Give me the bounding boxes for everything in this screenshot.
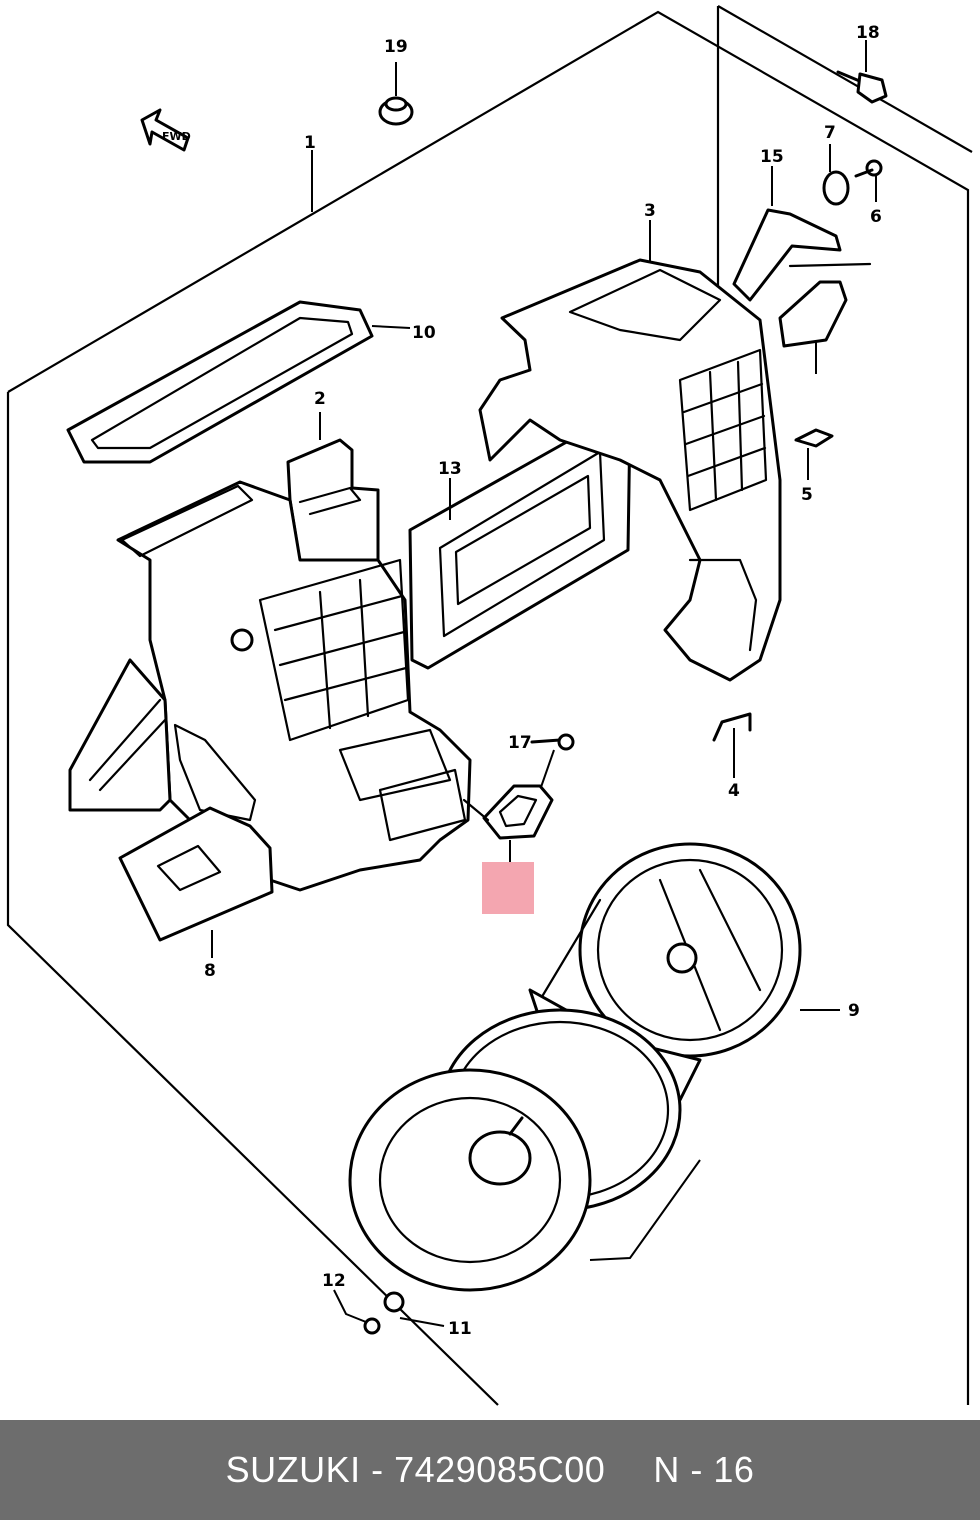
footer-bar: SUZUKI - 7429085C00 N - 16 <box>0 1420 980 1520</box>
callout-10: 10 <box>412 323 436 343</box>
callout-6: 6 <box>870 207 882 227</box>
callout-7: 7 <box>824 123 836 143</box>
callout-13: 13 <box>438 459 462 479</box>
assembly-frame <box>6 5 973 1406</box>
part-15-lever <box>732 166 872 374</box>
part-3-upper-case <box>478 220 782 682</box>
part-5-clip <box>794 428 834 480</box>
highlight-part-16 <box>482 862 534 914</box>
part-16-resistor <box>462 784 554 866</box>
callout-2: 2 <box>314 389 326 409</box>
forward-arrow-icon: FWD <box>140 108 191 152</box>
part-7-clip <box>822 144 850 206</box>
parts-diagram: FWD <box>6 5 973 1406</box>
footer-reference: N - 16 <box>653 1449 755 1490</box>
part-18-bolt <box>836 40 888 104</box>
callout-11: 11 <box>448 1319 472 1339</box>
part-12-screw <box>333 1289 381 1335</box>
part-19-grommet <box>378 62 414 126</box>
part-10-seal <box>66 300 411 464</box>
callout-19: 19 <box>384 37 408 57</box>
part-2-bracket <box>286 412 380 564</box>
footer-part-code: 7429085C00 <box>394 1449 606 1490</box>
footer-brand: SUZUKI <box>225 1449 361 1490</box>
part-6-screw <box>854 159 883 202</box>
callout-1: 1 <box>304 133 316 153</box>
callout-15: 15 <box>760 147 784 167</box>
callout-8: 8 <box>204 961 216 981</box>
callout-9: 9 <box>848 1001 860 1021</box>
svg-text:FWD: FWD <box>162 130 191 143</box>
callout-12: 12 <box>322 1271 346 1291</box>
callout-17: 17 <box>508 733 532 753</box>
part-4-clip <box>712 712 752 778</box>
callout-3: 3 <box>644 201 656 221</box>
footer-separator: - <box>371 1449 384 1490</box>
part-8-plate <box>118 806 274 958</box>
part-11-washer <box>383 1291 445 1327</box>
part-17-screw <box>530 733 575 791</box>
exploded-view-svg: FWD <box>6 5 973 1406</box>
callout-4: 4 <box>728 781 740 801</box>
heater-case <box>68 480 472 892</box>
callout-5: 5 <box>801 485 813 505</box>
blower-motor <box>348 1068 701 1292</box>
callout-18: 18 <box>856 23 880 43</box>
